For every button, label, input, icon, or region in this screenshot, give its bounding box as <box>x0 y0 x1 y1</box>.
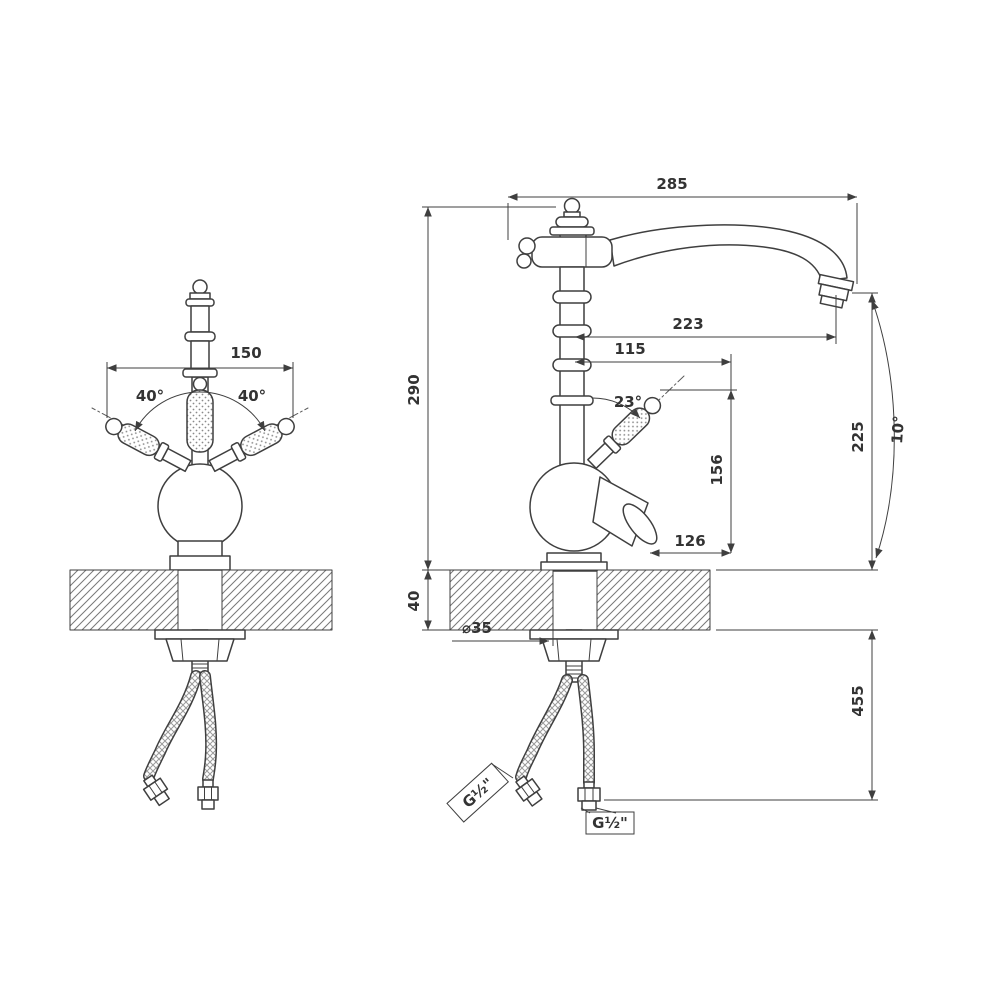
side-base-flange <box>540 561 608 572</box>
side-spout <box>609 224 848 282</box>
front-view-dimensions: 150 40° 40° <box>106 344 294 432</box>
front-hose-right <box>200 671 216 784</box>
dim-angle-left-arc <box>134 391 201 432</box>
front-base-neck <box>177 540 223 558</box>
dim-23deg-label: 23° <box>614 393 642 411</box>
front-hose-connector-left <box>142 774 170 807</box>
side-hose-right <box>578 675 594 787</box>
dim-angle-left-label: 40° <box>136 387 164 405</box>
side-washer <box>529 629 619 640</box>
thread-right-label: G½" <box>592 814 628 832</box>
front-hoses <box>142 670 219 810</box>
side-handle <box>587 396 662 470</box>
side-hoses <box>515 674 601 811</box>
dim-angle-right-arc <box>199 391 266 432</box>
dim-290-label: 290 <box>405 374 423 405</box>
front-center-handle <box>186 376 214 453</box>
dim-285-label: 285 <box>656 175 687 193</box>
side-spout-outlet <box>817 273 855 309</box>
dim-hole-diameter-label: ⌀35 <box>462 619 492 637</box>
front-faucet-body <box>157 463 243 549</box>
side-bridge <box>516 230 613 269</box>
dim-225-label: 225 <box>849 421 867 452</box>
front-handle-right <box>208 417 295 473</box>
side-mounting-nut <box>541 638 607 662</box>
dim-223-label: 223 <box>672 315 703 333</box>
thread-callout-right: G½" <box>580 807 635 835</box>
front-base-flange <box>169 555 231 571</box>
front-mounting-hardware <box>154 629 246 679</box>
side-hose-connector-left <box>515 775 543 807</box>
front-view-faucet <box>69 279 333 810</box>
thread-left-label: G½" <box>459 774 498 811</box>
front-hose-left <box>144 671 201 781</box>
side-diverter <box>592 476 658 547</box>
side-hose-connector-right <box>577 781 601 811</box>
front-hose-connector-right <box>197 779 219 810</box>
side-view-faucet <box>449 197 855 811</box>
front-washer <box>154 629 246 640</box>
side-faucet-column <box>550 266 594 468</box>
dim-23deg-arc <box>591 397 641 419</box>
side-mounting-hardware <box>529 629 619 683</box>
dim-156-label: 156 <box>708 454 726 485</box>
countertop-side <box>449 569 711 631</box>
front-finial-ball <box>192 279 208 295</box>
dim-angle-right-label: 40° <box>238 387 266 405</box>
side-finial <box>549 197 595 236</box>
dim-126-label: 126 <box>674 532 705 550</box>
dim-10deg-label: 10° <box>888 415 908 445</box>
dim-455-label: 455 <box>849 685 867 716</box>
dim-150-label: 150 <box>230 344 261 362</box>
front-mounting-nut <box>165 638 235 662</box>
front-handle-left <box>105 417 192 473</box>
dim-115-label: 115 <box>614 340 645 358</box>
dim-10deg-arc <box>871 299 895 559</box>
side-hose-left <box>516 675 572 782</box>
thread-callout-left: G½" <box>446 762 510 823</box>
countertop-front <box>69 569 333 631</box>
dim-40-label: 40 <box>405 591 423 612</box>
